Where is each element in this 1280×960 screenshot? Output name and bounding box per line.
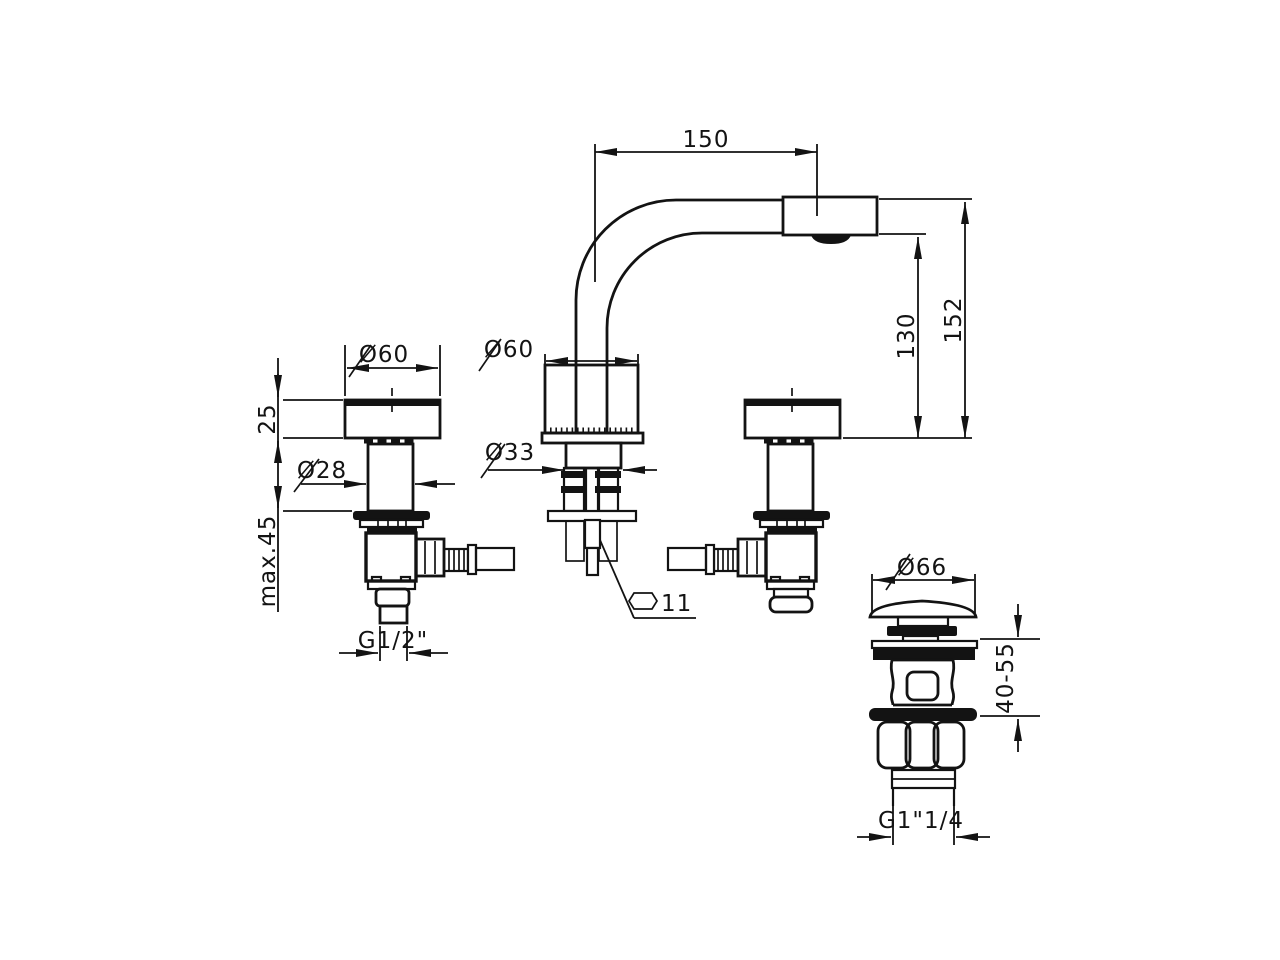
valve-body [764, 531, 818, 583]
spout-assembly [574, 195, 879, 433]
drain-hex-nut-face [932, 720, 966, 770]
fixing-stud-hex-end [585, 546, 600, 577]
valve-collar-band [367, 527, 417, 533]
handle-knob [343, 398, 442, 440]
diameter-slash [885, 553, 911, 591]
handle-stem [766, 442, 815, 513]
dimension-spout-reach: 150 [594, 127, 818, 282]
flange-collar [358, 518, 425, 529]
drain-body-window [905, 670, 940, 702]
dim-handle-diameter-label: Ø60 [359, 342, 409, 368]
hose-ferrule [466, 543, 478, 576]
dimension-stem-diameter: Ø28 [293, 458, 455, 493]
drain-top-flange [870, 639, 979, 650]
hex-socket-icon [627, 592, 659, 610]
valve-body [364, 531, 418, 583]
connector-band [561, 471, 587, 478]
aerator-block [781, 195, 879, 237]
diameter-slash [480, 443, 506, 479]
dimension-handle-diameter: Ø60 [344, 342, 441, 396]
dim-stem-diameter-label: Ø28 [297, 458, 347, 484]
drain-body [889, 658, 956, 707]
handle-cap-seam [746, 401, 839, 406]
base-neck [564, 441, 623, 470]
base-plate [540, 431, 645, 445]
tail-collar [374, 587, 411, 608]
aerator-outlet [811, 235, 851, 244]
spout-outer-profile [574, 198, 783, 433]
dimension-spout-height: 130 [843, 233, 972, 439]
callout-hex-socket: 11 [599, 539, 696, 619]
diameter-slash [478, 338, 502, 372]
dimension-drain-clamping-range: 40-55 [980, 604, 1040, 752]
right-handle-valve [666, 388, 842, 614]
drain-rubber-gasket [873, 648, 975, 660]
connector-band [595, 471, 621, 478]
dim-neck-diameter-label: Ø33 [485, 440, 535, 466]
popup-waste-assembly [868, 599, 979, 806]
handle-cap-seam [346, 401, 439, 406]
dim-base-diameter-label: Ø60 [484, 337, 534, 363]
flange-collar [758, 518, 825, 529]
dim-max-deck-thickness-label: max.45 [255, 515, 281, 608]
dim-drain-thread-label: G1"1/4 [878, 808, 964, 834]
hose-hex-nut [414, 537, 446, 578]
connector-band [561, 486, 587, 493]
spout-inner-profile [605, 231, 783, 433]
spout-base-assembly [540, 363, 645, 577]
dim-supply-thread-label: G1/2" [358, 628, 428, 654]
dimension-neck-diameter: Ø33 [480, 440, 657, 479]
tail-cap [768, 595, 814, 614]
dim-spout-reach-label: 150 [683, 127, 730, 153]
drain-hex-nut-face [876, 720, 912, 770]
drain-lower-flange [869, 708, 977, 721]
flex-hose [474, 546, 516, 572]
dimension-drain-thread: G1"1/4 [857, 801, 990, 845]
base-escutcheon [543, 363, 640, 435]
left-handle-valve [343, 388, 516, 625]
rubber-gasket-left [565, 520, 585, 562]
dim-spout-height-label: 130 [894, 313, 920, 360]
dimension-handle-height-and-deck: 25 max.45 [255, 358, 352, 612]
leader-line [599, 539, 635, 619]
dim-total-height-label: 152 [941, 297, 967, 344]
fixing-stud [583, 518, 602, 550]
valve-collar-band [767, 527, 817, 533]
flex-hose [666, 546, 708, 572]
dim-handle-height-label: 25 [255, 403, 281, 434]
dimension-base-diameter: Ø60 [478, 337, 639, 372]
connector-band [595, 486, 621, 493]
mounting-flange [353, 511, 430, 520]
handle-stem [366, 442, 415, 513]
dimension-total-height: 152 [879, 198, 972, 438]
drain-hex-nut-face [904, 720, 940, 770]
dim-drain-clamping-range-label: 40-55 [993, 642, 1019, 714]
drain-cap-gasket [887, 626, 957, 636]
drain-dome-cap [868, 599, 978, 619]
hex-socket-size-label: 11 [661, 591, 692, 617]
diameter-slash [293, 458, 320, 493]
dimension-supply-thread: G1/2" [339, 626, 448, 661]
mounting-flange [753, 511, 830, 520]
hose-hex-nut [736, 537, 768, 578]
hose-ferrule [704, 543, 716, 576]
dim-drain-cap-diameter-label: Ø66 [897, 555, 947, 581]
handle-knob [743, 398, 842, 440]
rubber-gasket-right [598, 520, 618, 562]
dimension-drain-cap-diameter: Ø66 [871, 553, 976, 613]
diameter-slash [348, 344, 372, 378]
supply-thread-pipe [378, 604, 409, 625]
